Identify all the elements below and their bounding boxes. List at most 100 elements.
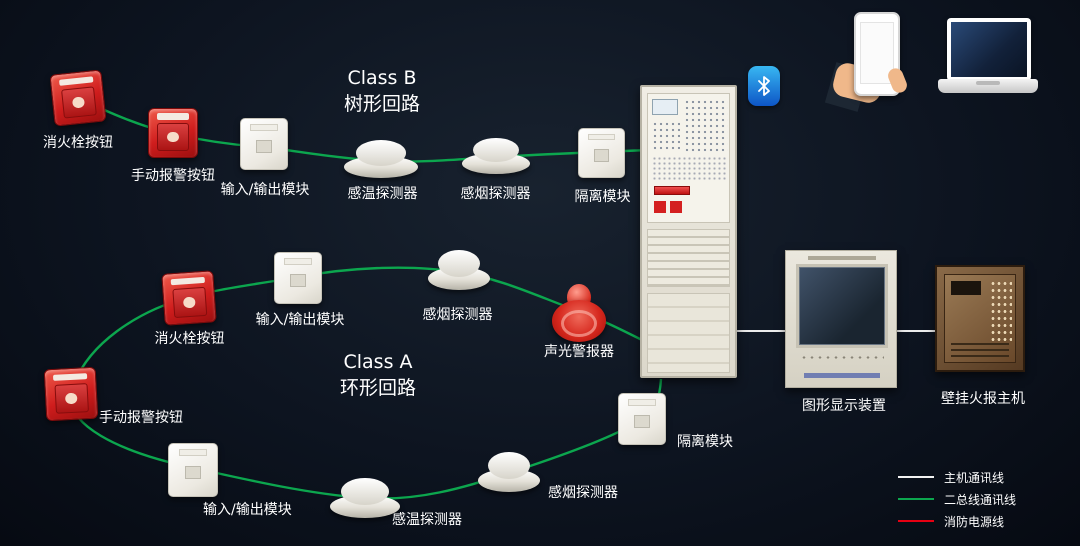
display-header-text — [808, 256, 876, 260]
legend-power-swatch — [898, 520, 934, 522]
module-tag — [250, 124, 278, 131]
panel-led-grid — [652, 156, 728, 180]
laptop-wallpaper — [951, 22, 1027, 77]
legend-bus-swatch — [898, 498, 934, 500]
isolation-module-top — [578, 128, 625, 178]
label-io-bottom-lower: 输入/输出模块 — [203, 502, 292, 518]
button-core — [183, 296, 196, 309]
panel-red-button — [670, 201, 682, 213]
button-label-strip — [58, 75, 94, 86]
label-heat-top: 感温探测器 — [347, 186, 418, 202]
button-label-strip — [170, 276, 205, 286]
io-module-bottom-upper — [274, 252, 322, 304]
label-smoke-bottom-lower: 感烟探测器 — [548, 485, 618, 501]
smoke-detector-bottom-lower — [478, 452, 540, 492]
wall-mounted-fire-host — [935, 265, 1025, 372]
module-tag — [628, 399, 656, 406]
module-window — [184, 465, 202, 480]
class-b-title: Class B 树形回路 — [322, 66, 442, 117]
bluetooth-icon — [748, 66, 780, 106]
legend-host-line: 主机通讯线 — [898, 470, 1005, 485]
label-io-bottom-upper: 输入/输出模块 — [255, 312, 345, 328]
module-tag — [178, 449, 208, 456]
display-buttons — [800, 354, 884, 361]
host-display — [951, 281, 981, 295]
sounder-ring — [561, 310, 597, 337]
button-face — [171, 286, 207, 319]
hydrant-button-top — [49, 69, 107, 127]
manual-alarm-button-top — [148, 108, 198, 158]
button-core — [167, 131, 179, 143]
class-a-title: Class A 环形回路 — [318, 350, 438, 401]
label-manual-top: 手动报警按钮 — [131, 168, 215, 184]
legend-bus-label: 二总线通讯线 — [944, 492, 1017, 507]
class-b-title-line2: 树形回路 — [343, 92, 420, 115]
panel-keypad — [652, 121, 680, 151]
label-manual-bottom: 手动报警按钮 — [99, 410, 183, 426]
button-core — [65, 392, 78, 405]
legend-power-line: 消防电源线 — [898, 514, 1005, 529]
module-tag — [284, 258, 312, 265]
panel-red-button — [654, 201, 666, 213]
module-tag — [588, 133, 615, 141]
label-isolation-top: 隔离模块 — [574, 189, 631, 205]
laptop-screen — [947, 18, 1031, 81]
display-brand-text — [804, 373, 880, 378]
label-hydrant-bottom: 消火栓按钮 — [154, 331, 225, 347]
host-buttons — [990, 280, 1012, 342]
module-window — [290, 274, 306, 287]
button-label-strip — [156, 113, 190, 120]
detector-dome — [341, 478, 389, 506]
host-inlay — [944, 274, 1016, 363]
panel-keypad — [684, 99, 728, 153]
fire-alarm-control-panel — [640, 85, 737, 378]
graphic-display-device — [785, 250, 897, 388]
label-io-top: 输入/输出模块 — [220, 182, 310, 198]
smartphone-icon — [824, 12, 918, 112]
smoke-detector-top — [462, 138, 530, 174]
detector-dome — [355, 140, 407, 166]
button-label-strip — [52, 372, 88, 381]
button-face — [157, 123, 189, 152]
module-window — [256, 140, 272, 153]
detector-dome — [487, 452, 531, 480]
smoke-detector-bottom-upper — [428, 250, 490, 290]
label-graphic-display: 图形显示装置 — [802, 398, 886, 414]
label-isolation-bottom: 隔离模块 — [677, 434, 733, 450]
module-window — [634, 415, 650, 428]
manual-alarm-button-bottom — [43, 366, 99, 422]
hydrant-button-bottom — [161, 270, 217, 326]
isolation-module-bottom — [618, 393, 666, 445]
label-wall-host: 壁挂火报主机 — [941, 391, 1025, 407]
host-vents — [951, 339, 1009, 357]
laptop-icon — [938, 18, 1038, 102]
display-screen — [796, 264, 888, 348]
io-module-bottom-lower — [168, 443, 218, 497]
button-face — [53, 383, 89, 414]
class-a-title-line1: Class A — [343, 351, 413, 373]
button-core — [71, 95, 85, 109]
module-window — [593, 149, 610, 162]
heat-detector-bottom — [330, 478, 400, 518]
button-face — [60, 86, 97, 119]
legend-host-label: 主机通讯线 — [944, 470, 1005, 485]
label-smoke-top: 感烟探测器 — [460, 186, 531, 202]
legend-power-label: 消防电源线 — [944, 514, 1005, 529]
laptop-base — [938, 79, 1038, 93]
label-heat-bottom: 感温探测器 — [392, 512, 462, 528]
legend-bus-line: 二总线通讯线 — [898, 492, 1017, 507]
heat-detector-top — [344, 140, 418, 178]
panel-lower-door — [647, 293, 730, 373]
legend-host-swatch — [898, 476, 934, 478]
label-sounder: 声光警报器 — [544, 344, 614, 360]
label-smoke-bottom-upper: 感烟探测器 — [422, 307, 493, 323]
panel-face — [647, 93, 730, 223]
detector-dome — [437, 250, 481, 278]
class-b-title-line1: Class B — [347, 67, 417, 89]
panel-display — [652, 99, 678, 115]
sounder-strobe — [552, 284, 606, 342]
panel-red-switch — [654, 186, 690, 195]
panel-terminal-rows — [647, 229, 730, 287]
label-hydrant-top: 消火栓按钮 — [43, 135, 113, 151]
detector-dome — [472, 138, 520, 163]
